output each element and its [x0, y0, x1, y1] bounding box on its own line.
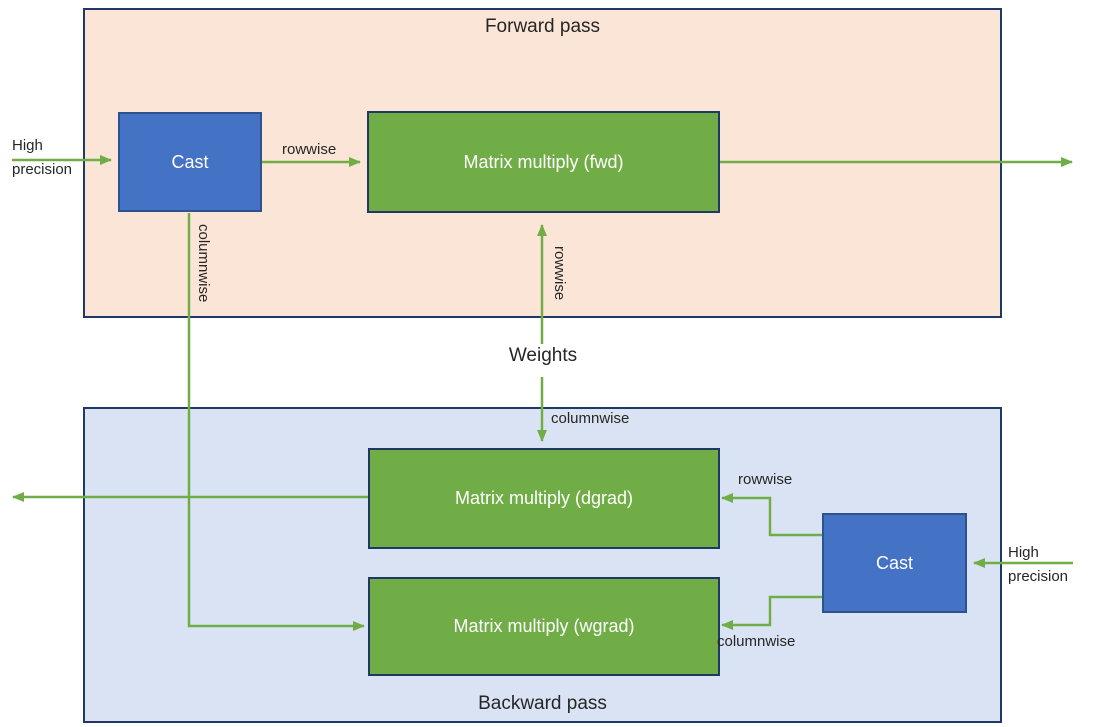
columnwise-label-forward-cast: columnwise: [195, 224, 212, 303]
cast-node-forward: Cast: [118, 112, 262, 212]
high-precision-label-backward: High precision: [1008, 544, 1069, 585]
columnwise-label-weights: columnwise: [551, 410, 630, 427]
matrix-multiply-fwd-node: Matrix multiply (fwd): [367, 111, 720, 213]
rowwise-label-weights: rowwise: [551, 246, 568, 301]
cast-node-backward: Cast: [822, 513, 967, 613]
rowwise-label-forward: rowwise: [282, 141, 337, 158]
columnwise-label-backward: columnwise: [717, 633, 796, 650]
high-precision-label-forward: High precision: [12, 137, 73, 178]
rowwise-label-backward: rowwise: [738, 471, 793, 488]
forward-pass-title: Forward pass: [484, 16, 601, 37]
matrix-multiply-wgrad-node: Matrix multiply (wgrad): [368, 577, 720, 676]
weights-label: Weights: [508, 345, 578, 366]
backward-pass-title: Backward pass: [478, 693, 607, 714]
matrix-multiply-dgrad-node: Matrix multiply (dgrad): [368, 448, 720, 549]
